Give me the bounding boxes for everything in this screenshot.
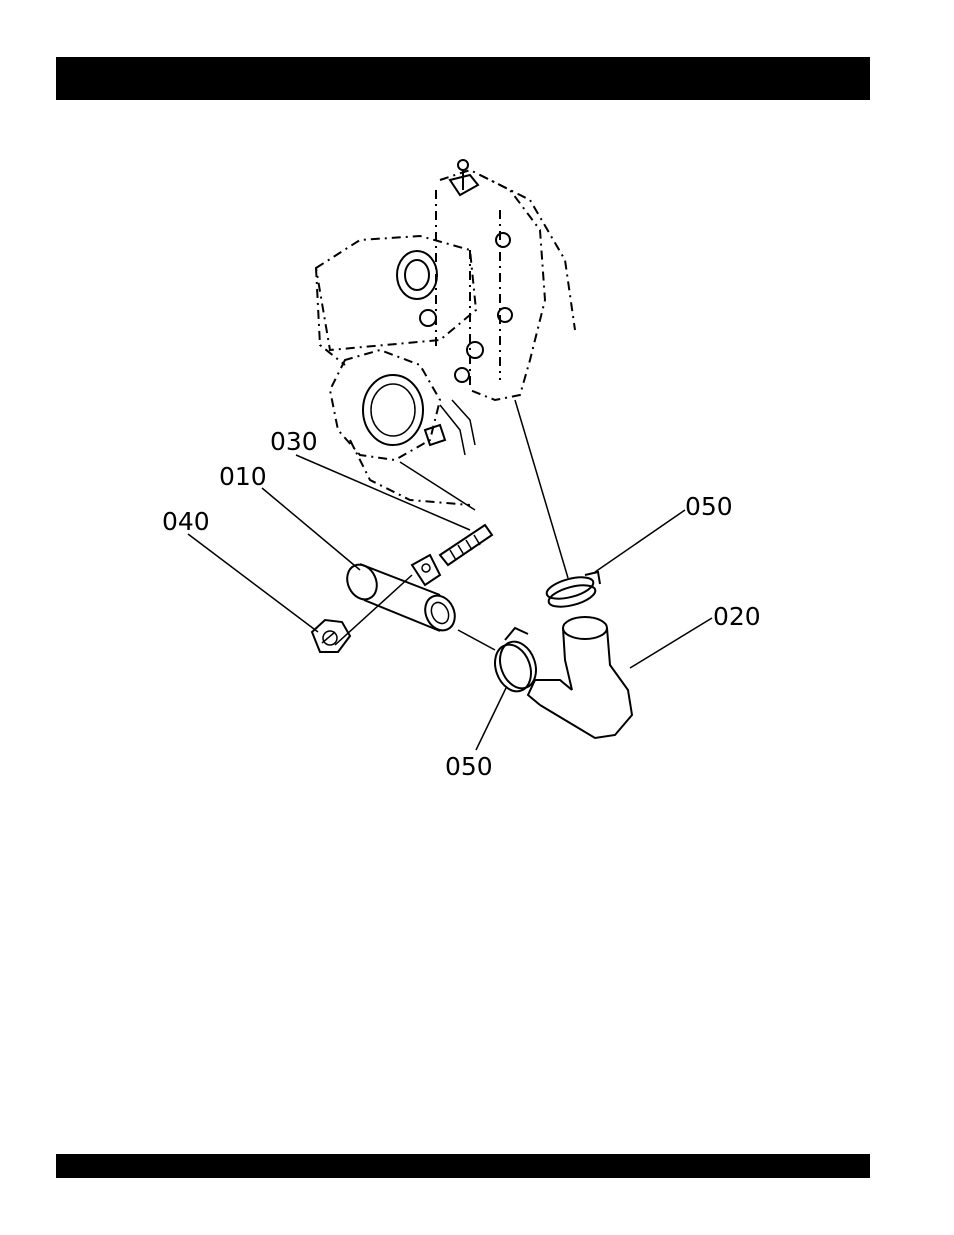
callout-030: 030 xyxy=(270,427,318,456)
callout-line-020 xyxy=(630,618,712,668)
stud-030 xyxy=(440,525,492,565)
clamp-leader xyxy=(515,400,568,578)
callout-line-030 xyxy=(296,455,470,530)
clamp-050-top xyxy=(544,572,600,611)
callout-010: 010 xyxy=(219,462,267,491)
callout-line-050-top xyxy=(595,510,685,572)
callout-line-010 xyxy=(262,488,360,570)
callout-line-050-bottom xyxy=(476,688,506,750)
hose-020 xyxy=(528,617,632,738)
footer-bar xyxy=(56,1154,870,1178)
callout-line-040 xyxy=(188,534,318,632)
pipe-leader xyxy=(458,630,495,650)
stud-leader xyxy=(400,462,475,510)
callout-040: 040 xyxy=(162,507,210,536)
clamp-050-bottom xyxy=(489,628,542,696)
callout-020: 020 xyxy=(713,602,761,631)
engine-housing xyxy=(316,160,575,505)
callout-050-top: 050 xyxy=(685,492,733,521)
callout-050-bottom: 050 xyxy=(445,752,493,781)
nut-leader xyxy=(335,575,412,645)
